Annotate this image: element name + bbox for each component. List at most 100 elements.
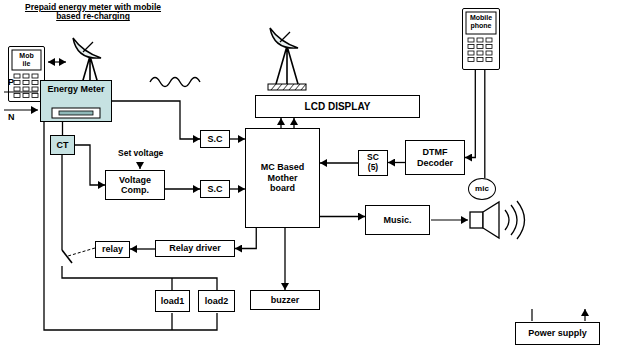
power-supply: Power supply <box>515 322 600 345</box>
key <box>486 51 492 55</box>
signal-connector <box>62 122 63 135</box>
node-text: DTMF Decoder <box>409 147 461 168</box>
load-box: load2 <box>198 290 235 312</box>
key <box>14 94 20 98</box>
key <box>468 51 474 55</box>
key <box>23 74 29 78</box>
signal-connector <box>165 188 200 189</box>
signal-connector <box>284 228 285 290</box>
buzzer-box: buzzer <box>250 290 320 310</box>
node-text: S.C <box>207 134 222 144</box>
signal-connector <box>75 145 105 185</box>
supply-input <box>4 92 38 110</box>
key <box>477 45 483 49</box>
energy-meter: Energy Meter <box>40 80 112 122</box>
key <box>14 87 20 91</box>
signal-conditioner: S.C <box>200 180 230 198</box>
signal-connector <box>130 248 155 249</box>
node-text: LCD DISPLAY <box>305 101 371 113</box>
signal-connector <box>280 118 281 128</box>
key <box>486 58 492 62</box>
key <box>486 38 492 42</box>
current-transformer: CT <box>50 135 75 155</box>
node-text: Relay driver <box>169 243 221 253</box>
node-text: S.C <box>207 184 222 194</box>
signal-connector <box>465 70 475 158</box>
relay-contact <box>62 250 72 263</box>
node-text: Mob ile <box>16 52 38 68</box>
phase-wire <box>62 155 217 290</box>
key <box>468 45 474 49</box>
node-text: Voltage Comp. <box>109 175 161 196</box>
phase-label: P <box>8 78 14 88</box>
node-text: load1 <box>161 296 185 306</box>
node-text: relay <box>102 244 123 254</box>
signal-connector <box>230 138 245 139</box>
signal-conditioner: S.C <box>200 130 230 148</box>
signal-connector <box>388 162 405 163</box>
power-arrows <box>532 309 585 321</box>
music-module: Music. <box>365 205 430 235</box>
key <box>32 81 38 85</box>
phone-screen <box>466 12 496 34</box>
radio-link <box>48 61 66 62</box>
relay-link <box>68 248 95 256</box>
signal-connector <box>235 228 256 249</box>
meter-symbol <box>51 107 101 119</box>
node-text: Music. <box>383 215 411 225</box>
node-text: load2 <box>205 296 229 306</box>
signal-connector <box>320 162 358 163</box>
set-voltage-label: Set voltage <box>118 149 163 158</box>
key <box>23 94 29 98</box>
node-text: SC (5) <box>362 153 384 173</box>
signal-conditioner: SC (5) <box>358 150 388 176</box>
tower-right <box>268 28 306 90</box>
key <box>23 81 29 85</box>
key <box>32 74 38 78</box>
key <box>14 81 20 85</box>
dtmf-decoder: DTMF Decoder <box>405 140 465 175</box>
display-box: LCD DISPLAY <box>255 95 420 118</box>
key <box>23 87 29 91</box>
set-voltage-arrow <box>139 162 140 169</box>
neutral-label: N <box>8 113 15 123</box>
node-text: Mobile phone <box>467 14 495 30</box>
phone-keypad <box>14 38 492 98</box>
diagram-title: Prepaid energy meter with mobile based r… <box>18 3 168 22</box>
node-text: buzzer <box>271 295 300 305</box>
load-box: load1 <box>155 290 190 312</box>
signal-connector <box>484 70 485 178</box>
key <box>477 38 483 42</box>
signal-connector <box>293 118 294 128</box>
signal-connector <box>230 188 245 189</box>
neutral-wire <box>44 122 217 330</box>
relay-driver: Relay driver <box>155 240 235 257</box>
key <box>14 74 20 78</box>
node-text: CT <box>57 140 69 150</box>
microphone: mic <box>468 178 496 200</box>
relay-box: relay <box>95 241 130 258</box>
mobile-phone: Mobile phone <box>462 8 500 70</box>
node-text: Power supply <box>528 328 587 338</box>
radio-wave <box>150 78 200 87</box>
phone-screen <box>12 50 41 70</box>
microcontroller-board: MC Based Mother board <box>245 128 320 228</box>
key <box>486 45 492 49</box>
key <box>468 38 474 42</box>
node-text: mic <box>475 184 489 193</box>
key <box>477 58 483 62</box>
speaker-symbol <box>470 201 525 239</box>
key <box>32 87 38 91</box>
key <box>468 58 474 62</box>
signal-connector <box>112 101 200 139</box>
node-text: MC Based Mother board <box>258 162 308 193</box>
audio-arrow <box>431 219 468 220</box>
key <box>477 51 483 55</box>
key <box>32 94 38 98</box>
signal-connector <box>320 216 365 217</box>
node-text: Energy Meter <box>47 84 104 94</box>
voltage-comparator: Voltage Comp. <box>105 170 165 200</box>
